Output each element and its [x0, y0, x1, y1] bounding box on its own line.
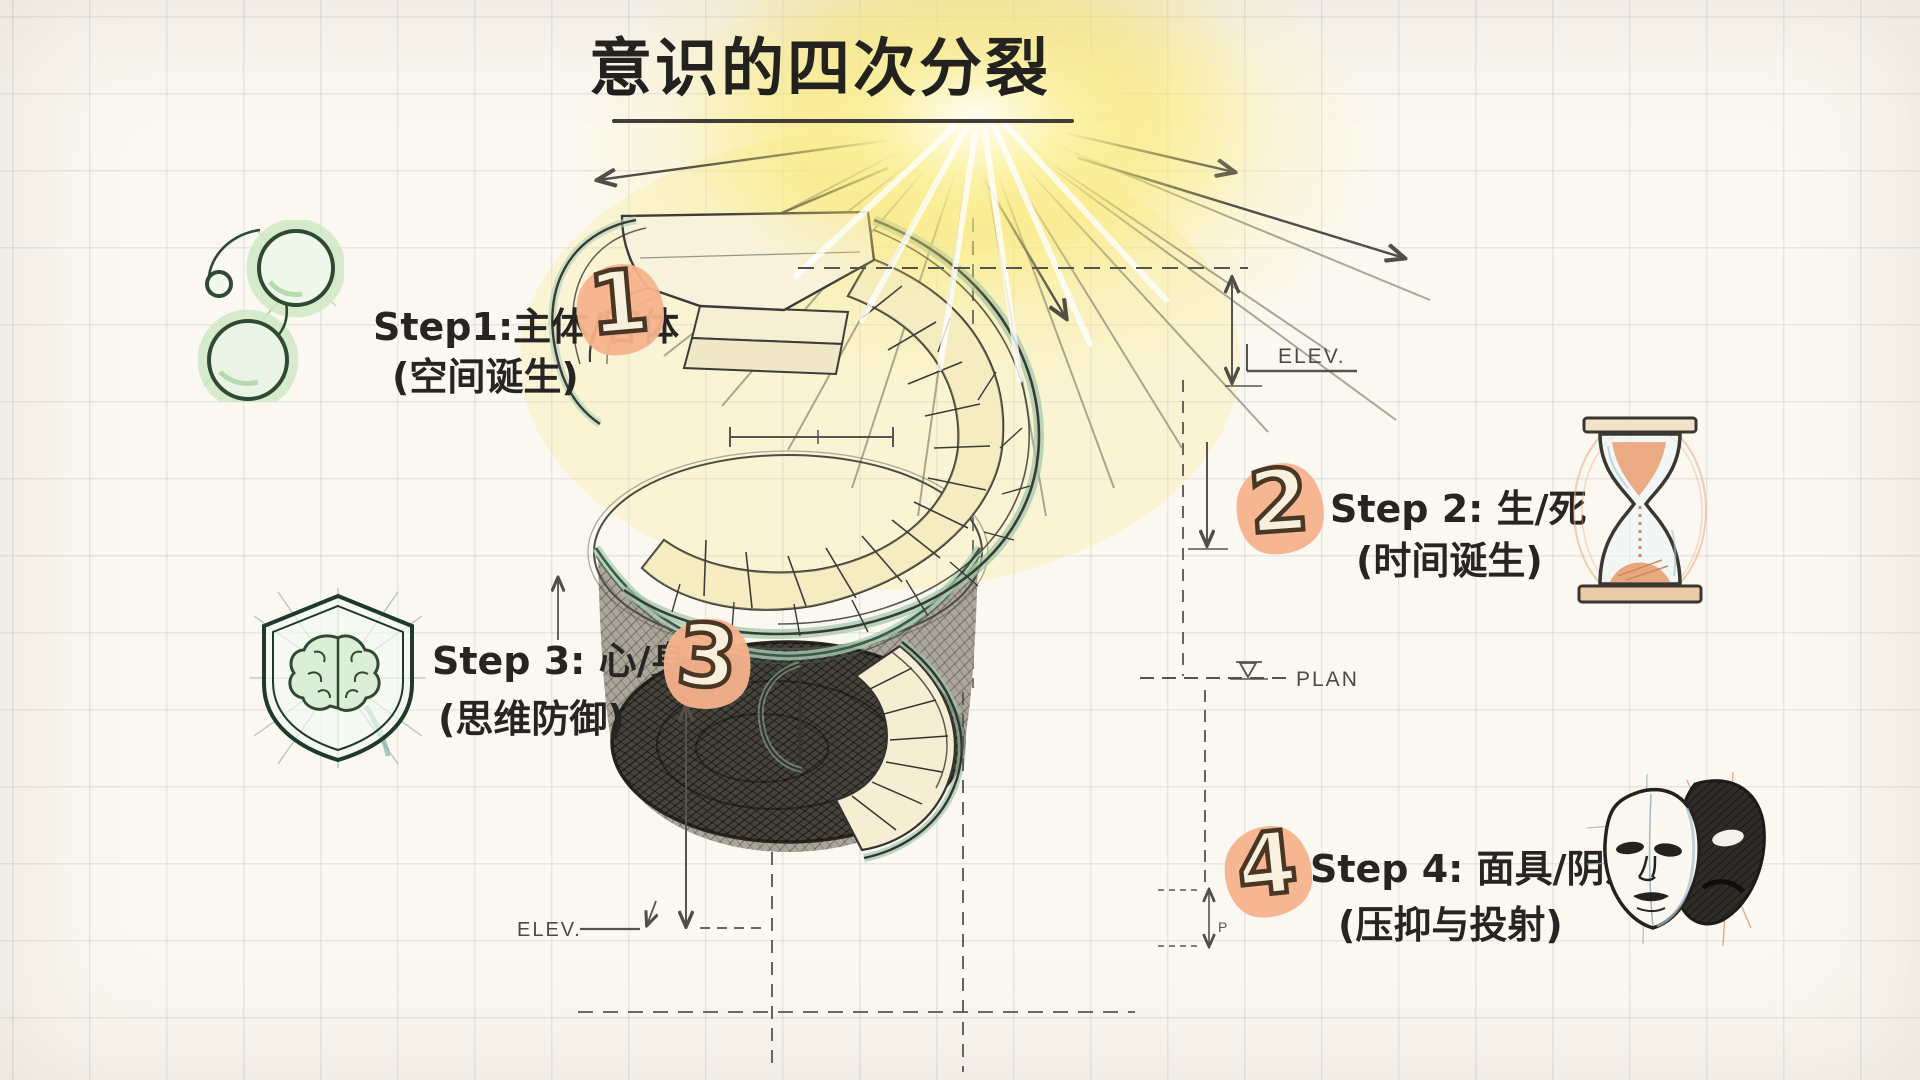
hourglass-icon	[1573, 416, 1707, 604]
cell-division-icon	[197, 220, 344, 402]
shield-brain-icon	[250, 588, 426, 768]
masks-icon	[1586, 771, 1766, 947]
step4-label: Step 4: 面具/阴影	[1310, 847, 1643, 891]
title-underline	[612, 119, 1074, 123]
light-streaks	[793, 121, 1169, 383]
step1-number: 1	[573, 248, 668, 359]
step4-number: 4	[1222, 810, 1315, 920]
step3-label: Step 3: 心/身	[432, 639, 689, 683]
step3-number: 3	[653, 602, 762, 720]
p-dim-label: P	[1218, 919, 1227, 935]
step4-sublabel: (压抑与投射)	[1338, 903, 1563, 947]
step2-number: 2	[1232, 448, 1329, 559]
elev-left-label: ELEV.	[517, 919, 582, 941]
step1-sublabel: (空间诞生)	[392, 355, 579, 399]
step3-sublabel: (思维防御)	[438, 697, 625, 741]
rail-curl-left	[548, 216, 647, 428]
plan-label: PLAN	[1296, 668, 1359, 691]
elev-right-label: ELEV.	[1278, 345, 1346, 368]
dimension-lines	[558, 267, 1357, 1072]
step2-label: Step 2: 生/死	[1330, 487, 1587, 531]
persona-mask	[1603, 787, 1701, 930]
step2-sublabel: (时间诞生)	[1356, 539, 1543, 583]
lower-flight	[834, 644, 956, 852]
step-treads	[703, 285, 991, 609]
page-title: 意识的四次分裂	[589, 32, 1051, 105]
lower-treads	[851, 667, 949, 831]
